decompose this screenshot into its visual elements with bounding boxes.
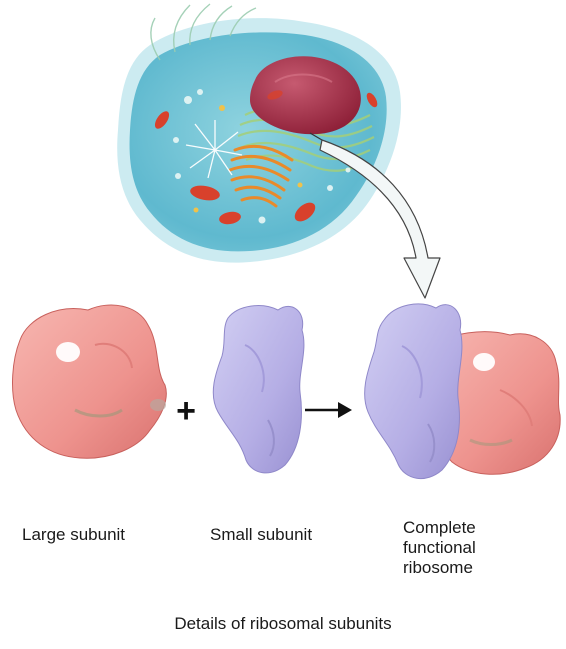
small-subunit-label: Small subunit [210,525,312,545]
diagram-caption: Details of ribosomal subunits [0,614,566,634]
complete-ribosome-shape [365,304,561,479]
complete-label-line-1: Complete [403,518,533,538]
plus-sign: + [176,392,196,430]
small-subunit-shape [213,306,304,473]
yields-arrow-icon [305,402,352,418]
large-subunit-shape [13,305,167,458]
large-subunit-label: Large subunit [22,525,125,545]
complete-label-line-3: ribosome [403,558,533,578]
complete-label-line-2: functional [403,538,533,558]
complete-ribosome-label: Complete functional ribosome [403,518,533,578]
cell-illustration [117,4,401,263]
